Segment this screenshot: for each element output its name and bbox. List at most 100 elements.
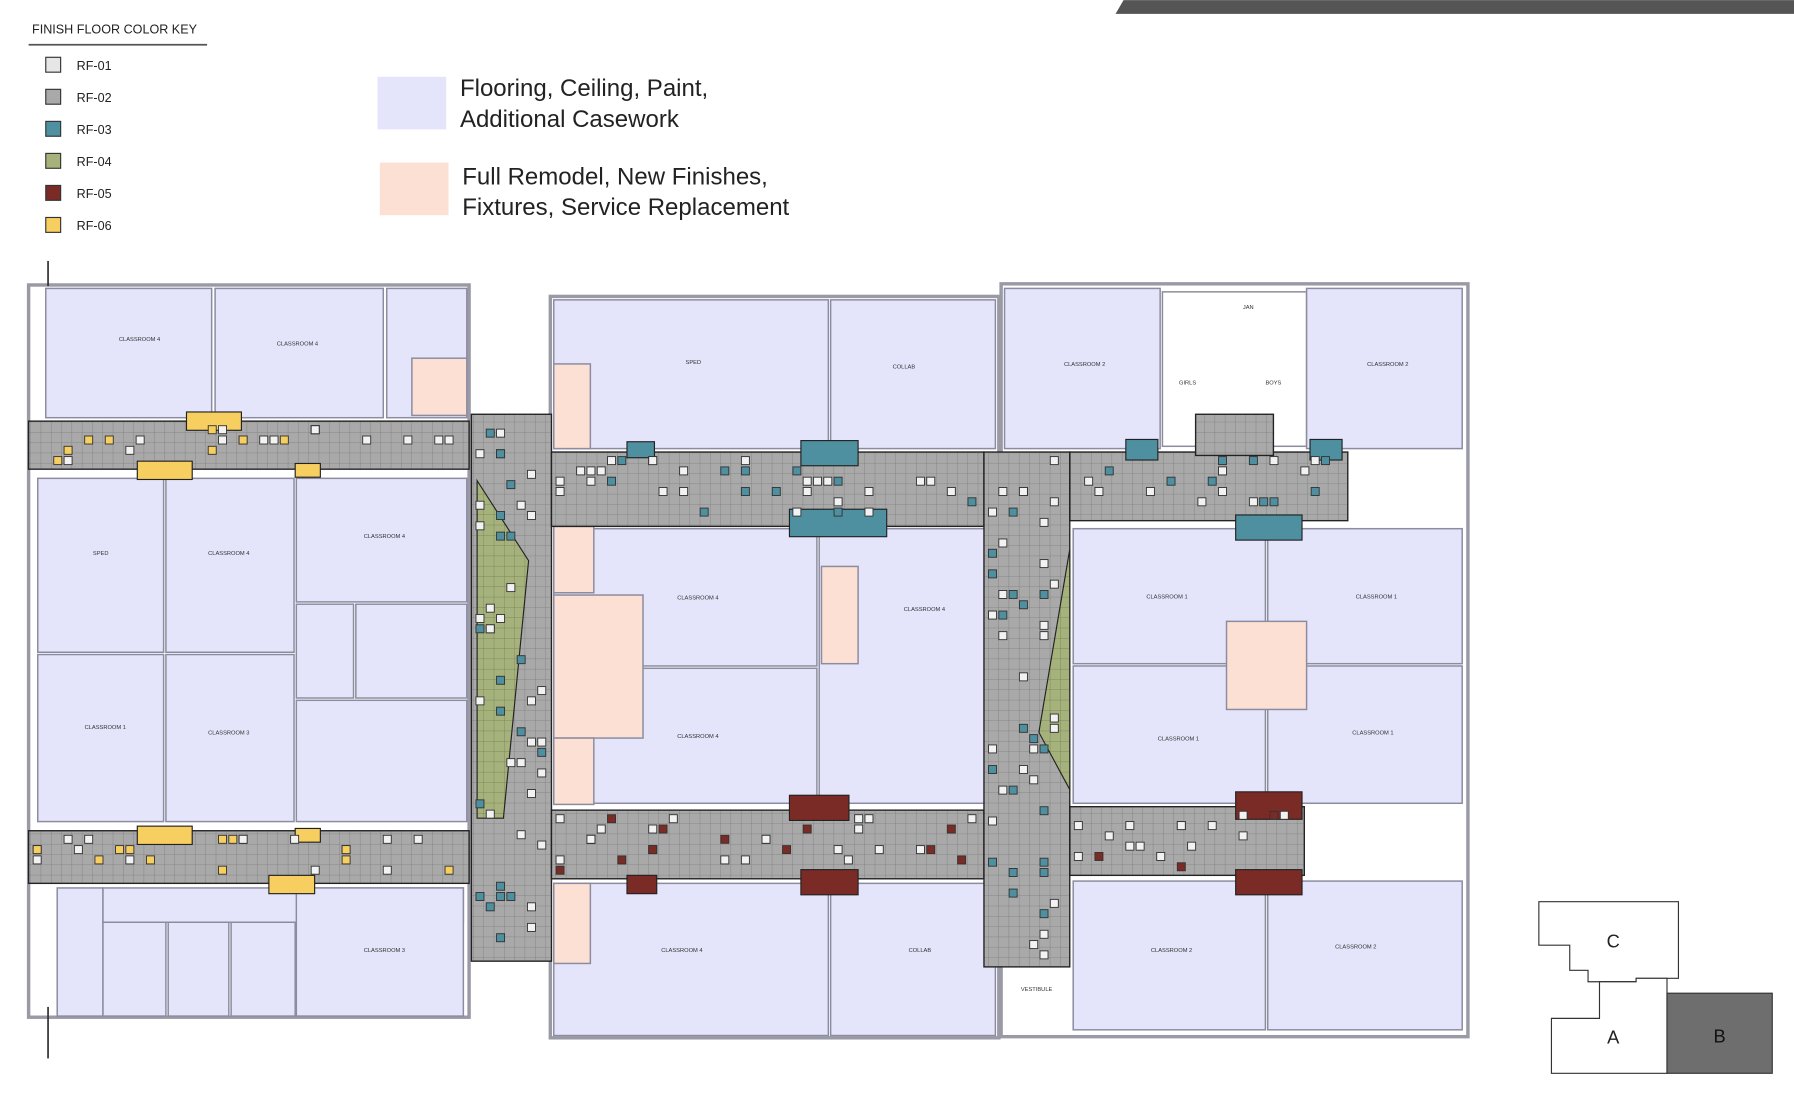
floor-tile: [648, 456, 658, 466]
floor-tile: [537, 840, 547, 850]
floor-tile: [475, 500, 485, 510]
accent-floor-area: [1235, 869, 1303, 896]
room: [37, 477, 165, 653]
floor-tile: [555, 814, 565, 824]
floor-tile: [1008, 590, 1018, 599]
room: [230, 921, 296, 1017]
floor-tile: [485, 428, 495, 438]
floor-tile: [475, 614, 485, 623]
floor-tile: [1018, 765, 1028, 774]
floor-tile: [586, 834, 596, 844]
header-bar: [1115, 0, 1794, 14]
floor-tile: [516, 727, 526, 737]
floor-tile: [1269, 497, 1279, 507]
room-label: CLASSROOM 2: [1151, 948, 1192, 954]
floor-tile: [1049, 898, 1059, 908]
floor-tile: [382, 834, 392, 844]
room-label: CLASSROOM 2: [1367, 362, 1408, 368]
floor-tile: [207, 445, 217, 455]
room-label: CLASSROOM 3: [364, 948, 405, 954]
floor-tile: [1029, 734, 1039, 744]
floor-tile: [290, 834, 300, 844]
accent-floor-area: [1125, 438, 1159, 461]
room-label: CLASSROOM 4: [208, 551, 250, 557]
accent-floor-area: [626, 874, 658, 895]
room-full-remodel: [553, 525, 595, 594]
floor-tile: [341, 855, 351, 865]
floor-tile: [1145, 487, 1155, 496]
corridor: [1069, 451, 1349, 522]
scope-label-1b: Additional Casework: [460, 106, 680, 133]
room: [1305, 287, 1463, 450]
key-plan-label-a: A: [1607, 1027, 1620, 1048]
room-full-remodel: [553, 363, 592, 450]
floor-tile: [740, 456, 750, 466]
floor-tile: [506, 583, 516, 593]
room-label: JAN: [1243, 305, 1254, 311]
floor-tile: [1135, 841, 1145, 851]
room-label: CLASSROOM 2: [1335, 945, 1376, 951]
floor-tile: [125, 445, 135, 455]
floor-tile: [506, 480, 516, 490]
floor-tile: [475, 624, 485, 634]
floor-tile: [1008, 888, 1018, 898]
floor-tile: [362, 435, 372, 445]
floor-tile: [496, 881, 506, 891]
floor-tile: [843, 855, 853, 865]
room: [1266, 880, 1463, 1031]
room-label: CLASSROOM 3: [208, 731, 249, 737]
floor-tile: [833, 507, 843, 517]
floor-tile: [1166, 476, 1176, 486]
floor-tile: [1207, 821, 1217, 831]
legend-code: RF-02: [77, 91, 112, 105]
room: [553, 882, 830, 1037]
floor-tile: [1018, 672, 1028, 682]
floor-tile: [998, 785, 1008, 795]
floor-tile: [771, 487, 781, 496]
finish-floor-color-key: FINISH FLOOR COLOR KEY RF-01RF-02RF-03RF…: [28, 22, 208, 233]
floor-tile: [1018, 487, 1028, 496]
floor-tile: [1073, 821, 1083, 831]
floor-tile: [1094, 852, 1104, 861]
floor-tile: [506, 892, 516, 901]
corridor: [1194, 413, 1275, 457]
room-label: CLASSROOM 4: [364, 534, 406, 540]
scope-swatch-full-remodel: [379, 162, 449, 216]
floor-tile: [864, 507, 874, 517]
floor-tile: [84, 834, 94, 844]
floor-tile: [84, 435, 94, 445]
floor-tile: [1039, 950, 1049, 960]
floor-tile: [1218, 466, 1227, 476]
floor-tile: [1094, 487, 1104, 496]
floor-tile: [382, 865, 392, 875]
floor-tile: [1073, 852, 1083, 861]
legend-swatch: [45, 88, 62, 105]
floor-tile: [864, 487, 874, 496]
legend-title: FINISH FLOOR COLOR KEY: [32, 22, 198, 36]
room: [1003, 287, 1161, 450]
room-label: SPED: [686, 360, 702, 366]
room-label: CLASSROOM 4: [677, 596, 719, 602]
floor-tile: [1029, 775, 1039, 785]
floor-tile: [475, 799, 485, 809]
floor-tile: [1269, 810, 1279, 820]
room-label: GIRLS: [1179, 381, 1196, 387]
floor-tile: [1039, 631, 1049, 641]
room-label: CLASSROOM 1: [1146, 594, 1187, 600]
floor-tile: [496, 511, 506, 520]
floor-tile: [506, 531, 516, 541]
floor-tile: [761, 834, 771, 844]
floor-tile: [988, 507, 997, 517]
floor-tile: [526, 922, 536, 932]
floor-tile: [802, 487, 812, 496]
floor-tile: [1125, 841, 1135, 851]
floor-tile: [555, 476, 565, 486]
floor-tile: [658, 824, 668, 834]
key-plan-area-c: [1538, 901, 1680, 983]
room: [165, 653, 295, 823]
floor-tile: [998, 538, 1008, 548]
floor-tile: [1029, 940, 1039, 950]
floor-tile: [957, 855, 967, 865]
floor-tile: [32, 845, 42, 855]
scope-swatch-light-remodel: [377, 76, 447, 130]
